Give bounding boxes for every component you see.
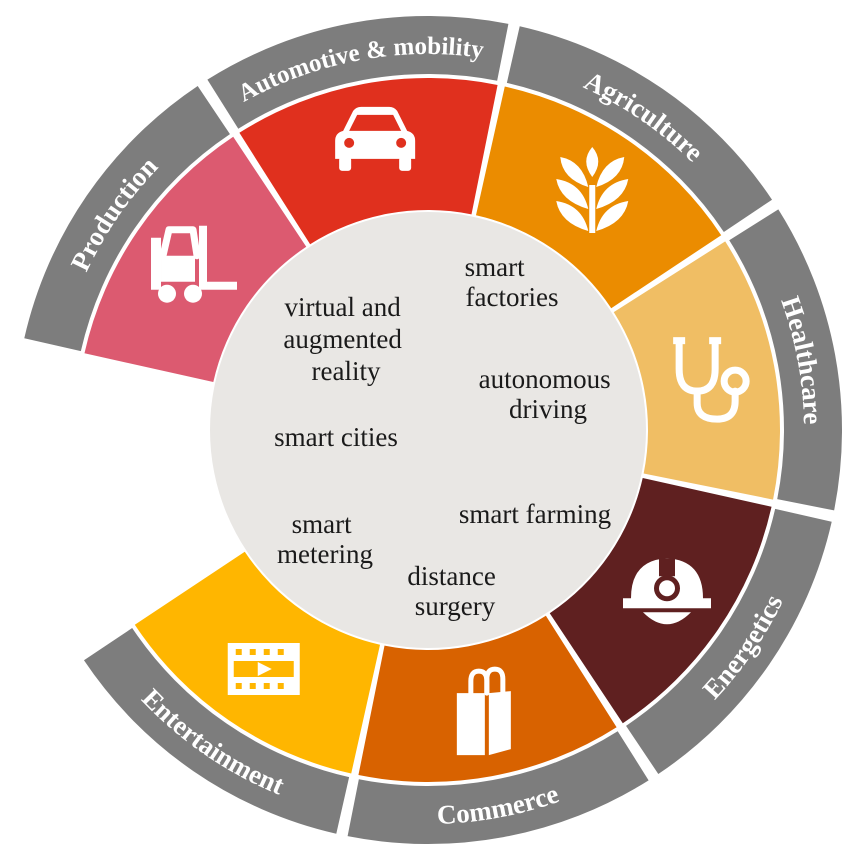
segment-divider xyxy=(611,202,778,312)
segment-automotive xyxy=(239,78,498,245)
segment-divider xyxy=(472,22,516,216)
wheat-icon xyxy=(556,147,629,234)
center-text-autonomous-driving: autonomous driving xyxy=(479,364,618,424)
ring-segment-entertainment xyxy=(83,628,350,834)
ring-segment-energetics xyxy=(626,508,832,775)
ring-segment-production xyxy=(24,85,230,352)
center-text-smart-cities: smart cities xyxy=(274,422,398,452)
center-disc xyxy=(210,212,646,648)
segment-production xyxy=(84,136,307,383)
segment-divider xyxy=(546,613,656,780)
ring-segment-healthcare xyxy=(729,209,842,511)
segment-divider xyxy=(20,342,214,386)
segment-agriculture xyxy=(475,86,722,309)
ring-segment-agriculture xyxy=(506,26,773,232)
segment-divider xyxy=(340,644,384,838)
film-icon xyxy=(227,642,300,695)
center-text-distance-surgery: distance surgery xyxy=(407,561,502,621)
ring-segment-commerce xyxy=(347,731,649,844)
segment-divider xyxy=(642,474,836,518)
outer-ring xyxy=(20,15,842,844)
center-texts: smart factories virtual and augmented re… xyxy=(274,252,618,621)
center-text-smart-factories: smart factories xyxy=(465,252,559,312)
center-text-smart-metering: smart metering xyxy=(277,509,373,569)
segment-commerce xyxy=(358,615,617,782)
ring-segment-automotive xyxy=(207,15,509,129)
segment-divider xyxy=(200,80,310,247)
center-text-smart-farming: smart farming xyxy=(459,499,611,529)
segment-healthcare xyxy=(613,241,780,500)
center-text-virtual-augmented-reality: virtual and augmented reality xyxy=(283,292,408,386)
